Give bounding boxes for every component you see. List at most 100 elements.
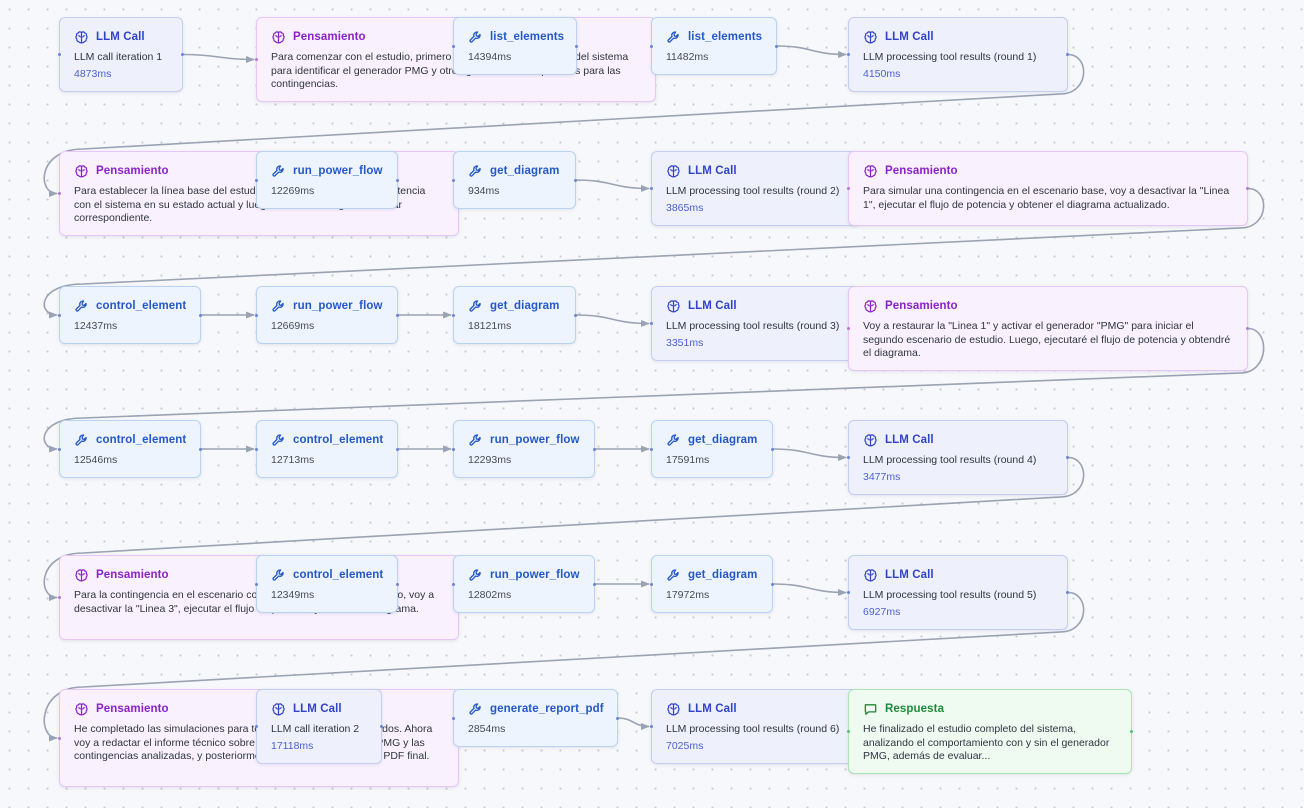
input-port[interactable] bbox=[452, 44, 455, 48]
node-header: LLM Call bbox=[666, 162, 846, 180]
node-header: run_power_flow bbox=[468, 431, 580, 449]
output-port[interactable] bbox=[380, 725, 383, 728]
node-duration: 12293ms bbox=[468, 454, 512, 466]
output-port[interactable] bbox=[1246, 327, 1249, 330]
output-port[interactable] bbox=[1066, 591, 1069, 594]
node-text: LLM call iteration 1 bbox=[74, 51, 163, 63]
output-port[interactable] bbox=[199, 313, 202, 317]
input-port[interactable] bbox=[452, 716, 455, 720]
wrench-icon bbox=[468, 30, 483, 45]
input-port[interactable] bbox=[847, 456, 850, 459]
output-port[interactable] bbox=[575, 44, 578, 48]
input-port[interactable] bbox=[452, 447, 455, 451]
input-port[interactable] bbox=[650, 187, 653, 190]
input-port[interactable] bbox=[650, 582, 653, 586]
node-text: LLM call iteration 2 bbox=[271, 723, 360, 735]
input-port[interactable] bbox=[255, 313, 258, 317]
output-port[interactable] bbox=[616, 716, 619, 720]
output-port[interactable] bbox=[593, 447, 596, 451]
input-port[interactable] bbox=[847, 187, 850, 190]
output-port[interactable] bbox=[396, 313, 399, 317]
output-port[interactable] bbox=[574, 313, 577, 317]
input-port[interactable] bbox=[58, 313, 61, 317]
wrench-icon bbox=[271, 299, 286, 314]
output-port[interactable] bbox=[396, 447, 399, 451]
node-header: get_diagram bbox=[468, 297, 561, 315]
brain-icon bbox=[666, 299, 681, 314]
input-port[interactable] bbox=[847, 730, 850, 733]
output-port[interactable] bbox=[199, 447, 202, 451]
node-duration: 12437ms bbox=[74, 320, 118, 332]
input-port[interactable] bbox=[255, 725, 258, 728]
output-port[interactable] bbox=[1246, 187, 1249, 190]
brain-icon bbox=[666, 702, 681, 717]
input-port[interactable] bbox=[452, 178, 455, 182]
output-port[interactable] bbox=[396, 582, 399, 586]
input-port[interactable] bbox=[650, 447, 653, 451]
output-port[interactable] bbox=[593, 582, 596, 586]
input-port[interactable] bbox=[58, 447, 61, 451]
output-port[interactable] bbox=[771, 582, 774, 586]
node-duration: 4150ms bbox=[863, 67, 901, 80]
input-port[interactable] bbox=[255, 447, 258, 451]
input-port[interactable] bbox=[650, 725, 653, 728]
node-title: LLM Call bbox=[688, 703, 737, 715]
input-port[interactable] bbox=[58, 53, 61, 56]
input-port[interactable] bbox=[58, 596, 61, 599]
output-port[interactable] bbox=[181, 53, 184, 56]
input-port[interactable] bbox=[255, 58, 258, 61]
node-header: LLM Call bbox=[271, 700, 367, 718]
input-port[interactable] bbox=[255, 582, 258, 586]
output-port[interactable] bbox=[771, 447, 774, 451]
input-port[interactable] bbox=[452, 313, 455, 317]
wrench-icon bbox=[468, 433, 483, 448]
input-port[interactable] bbox=[847, 327, 850, 330]
node-header: control_element bbox=[74, 431, 186, 449]
input-port[interactable] bbox=[452, 582, 455, 586]
output-port[interactable] bbox=[1066, 53, 1069, 56]
flow-edge bbox=[182, 53, 255, 63]
input-port[interactable] bbox=[847, 591, 850, 594]
output-port[interactable] bbox=[396, 178, 399, 182]
input-port[interactable] bbox=[58, 736, 61, 740]
node-duration: 12349ms bbox=[271, 589, 315, 601]
node-title: Pensamiento bbox=[293, 31, 366, 43]
output-port[interactable] bbox=[1130, 730, 1133, 733]
output-port[interactable] bbox=[1066, 456, 1069, 459]
input-port[interactable] bbox=[650, 322, 653, 325]
input-port[interactable] bbox=[650, 44, 653, 48]
node-duration: 934ms bbox=[468, 185, 500, 197]
output-port[interactable] bbox=[775, 44, 778, 48]
node-text: LLM processing tool results (round 4) bbox=[863, 454, 1037, 466]
output-port[interactable] bbox=[574, 178, 577, 182]
tool-node-run-power-flow-18[interactable]: run_power_flow 12293ms bbox=[452, 420, 596, 478]
input-port[interactable] bbox=[255, 178, 258, 182]
input-port[interactable] bbox=[58, 192, 61, 195]
input-port[interactable] bbox=[847, 53, 850, 56]
